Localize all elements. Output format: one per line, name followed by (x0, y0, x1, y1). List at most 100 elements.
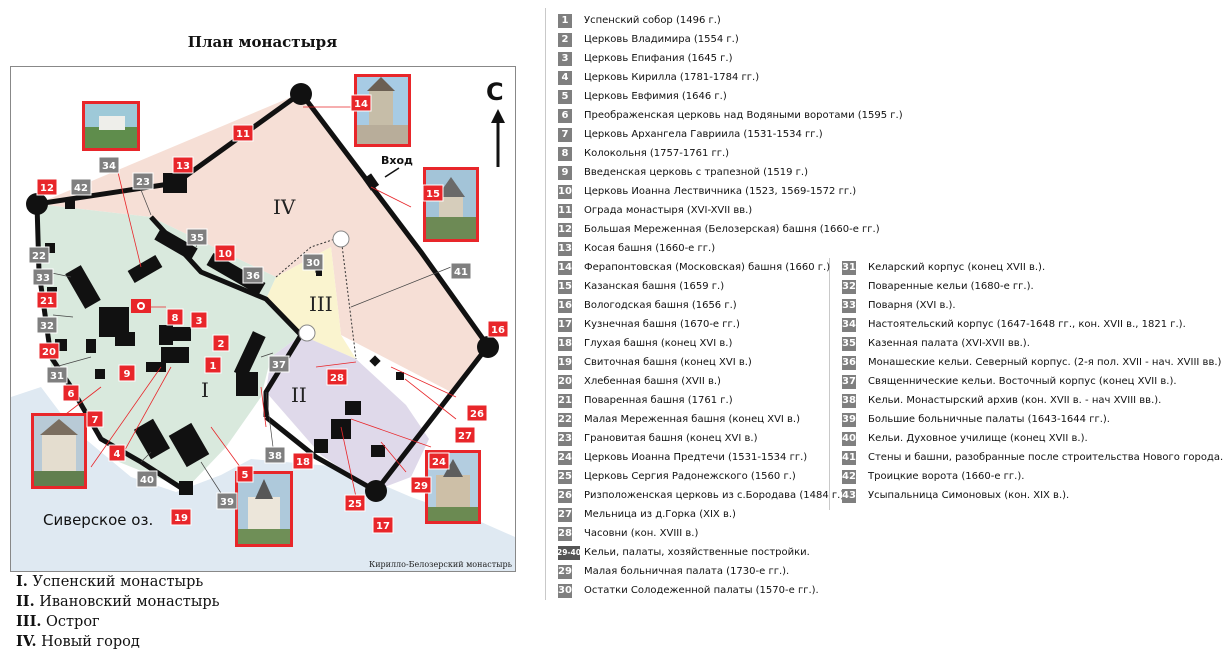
legend-text: Казанская башня (1659 г.) (584, 281, 725, 292)
marker-label: 27 (458, 431, 472, 442)
legend-text: Поваренная башня (1761 г.) (584, 395, 733, 406)
marker-11: 11 (232, 124, 254, 142)
legend-text: Поварня (XVI в.). (868, 300, 956, 311)
legend-number-badge: 35 (842, 336, 856, 351)
marker-6: 6 (62, 384, 80, 402)
marker-label: 9 (124, 369, 131, 380)
legend-number-badge: 42 (842, 469, 856, 484)
marker-label: 33 (36, 273, 50, 284)
marker-label: 26 (470, 409, 484, 420)
legend-item: 22 Малая Мереженная башня (конец XVI в.) (558, 412, 800, 427)
legend-number-badge: 12 (558, 222, 572, 237)
marker-label: 7 (92, 415, 99, 426)
legend-number-badge: 32 (842, 279, 856, 294)
legend-item: 17 Кузнечная башня (1670-е гг.) (558, 317, 740, 332)
inner-wall-outline (275, 236, 357, 360)
legend-number-badge: 29-40 (557, 545, 581, 560)
marker-16: 16 (487, 320, 509, 338)
marker-41: 41 (450, 262, 472, 280)
marker-label: 16 (491, 325, 505, 336)
legend-number-badge: 43 (842, 488, 856, 503)
tower-42 (65, 199, 75, 209)
marker-label: 36 (246, 271, 260, 282)
legend-text: Церковь Иоанна Лествичника (1523, 1569-1… (584, 186, 857, 197)
marker-label: 22 (32, 251, 46, 262)
marker-29: 29 (410, 476, 432, 494)
legend-text: Кузнечная башня (1670-е гг.) (584, 319, 740, 330)
legend-text: Глухая башня (конец XVI в.) (584, 338, 733, 349)
photo-5 (235, 471, 293, 547)
legend-text: Священнические кельи. Восточный корпус (… (868, 376, 1177, 387)
marker-34: 34 (98, 156, 120, 174)
marker-label: 18 (296, 457, 310, 468)
legend-text: Ризположенская церковь из с.Бородава (14… (584, 490, 845, 501)
marker-label: 4 (114, 449, 121, 460)
marker-42: 42 (70, 178, 92, 196)
marker-label: 12 (40, 183, 54, 194)
legend-item: 12 Большая Мереженная (Белозерская) башня… (558, 222, 880, 237)
marker-label: 30 (306, 258, 320, 269)
legend-number-badge: 36 (842, 355, 856, 370)
legend-text: Введенская церковь с трапезной (1519 г.) (584, 167, 808, 178)
legend-number-badge: 19 (558, 355, 572, 370)
legend-number-badge: 10 (558, 184, 572, 199)
legend-number-badge: 24 (558, 450, 572, 465)
legend-text: Свиточная башня (конец XVI в.) (584, 357, 752, 368)
legend-number-badge: 26 (558, 488, 572, 503)
legend-text: Косая башня (1660-е гг.) (584, 243, 716, 254)
marker-label: 15 (426, 189, 440, 200)
legend-item: 18 Глухая башня (конец XVI в.) (558, 336, 732, 351)
legend-number-badge: 17 (558, 317, 572, 332)
marker-label: 1 (210, 361, 217, 372)
map-canvas: IV III II I С Вход Сиверское оз. Кирилло… (11, 74, 515, 571)
legend-number-badge: 33 (842, 298, 856, 313)
marker-label: 3 (196, 316, 203, 327)
marker-5: 5 (236, 465, 254, 483)
legend-number-badge: 5 (558, 89, 572, 104)
marker-label: 5 (242, 470, 249, 481)
marker-9: 9 (118, 364, 136, 382)
zone-3 (266, 247, 356, 359)
legend-text: Успенский собор (1496 г.) (584, 15, 721, 26)
legend-number-badge: 1 (558, 13, 572, 28)
marker-39: 39 (216, 492, 238, 510)
legend-text: Церковь Евфимия (1646 г.) (584, 91, 727, 102)
legend-text: Стены и башни, разобранные после строите… (868, 452, 1223, 463)
legend-text: Келарский корпус (конец XVII в.). (868, 262, 1046, 273)
legend-number-badge: 18 (558, 336, 572, 351)
legend-number-badge: 29 (558, 564, 572, 579)
photo-34 (82, 101, 140, 151)
marker-38: 38 (264, 446, 286, 464)
legend-text: Церковь Владимира (1554 г.) (584, 34, 739, 45)
legend-number-badge: 22 (558, 412, 572, 427)
marker-label: 32 (40, 321, 54, 332)
tower-15 (362, 173, 380, 191)
marker-label: 25 (348, 499, 362, 510)
legend-text: Кельи. Духовное училище (конец XVII в.). (868, 433, 1088, 444)
marker-1: 1 (204, 356, 222, 374)
legend-text: Малая Мереженная башня (конец XVI в.) (584, 414, 801, 425)
marker-label: 10 (218, 249, 232, 260)
marker-label: 8 (172, 313, 179, 324)
legend-number-badge: 34 (842, 317, 856, 332)
legend-number-badge: 15 (558, 279, 572, 294)
marker-label: 23 (136, 177, 150, 188)
marker-label: 40 (140, 475, 154, 486)
marker-label: 21 (40, 296, 54, 307)
marker-label: 42 (74, 183, 88, 194)
marker-label: 13 (176, 161, 190, 172)
marker-18: 18 (292, 452, 314, 470)
legend-number-badge: 38 (842, 393, 856, 408)
legend-text: Большая Мереженная (Белозерская) башня (… (584, 224, 880, 235)
